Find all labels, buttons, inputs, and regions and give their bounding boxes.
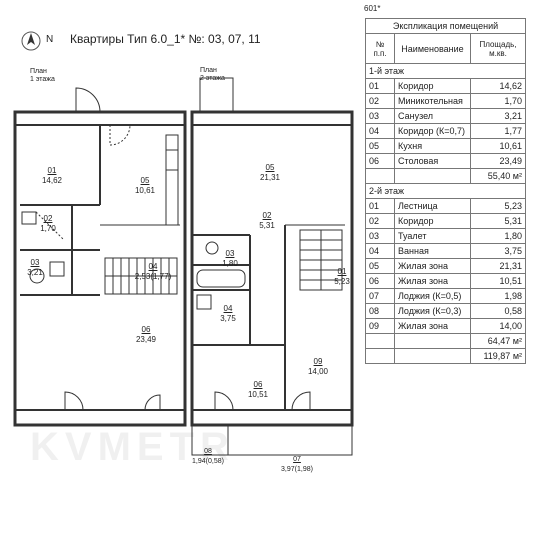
col-header-area: Площадь, м.кв. xyxy=(470,33,526,64)
north-label: N xyxy=(46,34,54,45)
floor-plan-drawing: KVMETR xyxy=(13,31,354,469)
floor1-total: 55,40 м² xyxy=(470,168,526,184)
section-floor2: 2-й этаж xyxy=(365,183,526,199)
table-title: Экспликация помещений xyxy=(365,18,526,34)
floor2-outline xyxy=(190,110,354,427)
north-arrow-icon xyxy=(21,31,41,51)
col-header-name: Наименование xyxy=(394,33,471,64)
floor1-plan-label: План 1 этажа xyxy=(30,68,55,83)
grand-total: 119,87 м² xyxy=(470,348,526,364)
floor2-total: 64,47 м² xyxy=(470,333,526,349)
floor2-plan-label: План 2 этажа xyxy=(200,67,225,82)
page-title: Квартиры Тип 6.0_1* №: 03, 07, 11 xyxy=(70,32,261,46)
room-explication-table: Экспликация помещений № п.п. Наименовани… xyxy=(365,18,526,364)
col-header-num: № п.п. xyxy=(365,33,395,64)
sheet-code: 601* xyxy=(364,4,381,13)
svg-text:KVMETR: KVMETR xyxy=(30,425,235,469)
section-floor1: 1-й этаж xyxy=(365,63,526,79)
